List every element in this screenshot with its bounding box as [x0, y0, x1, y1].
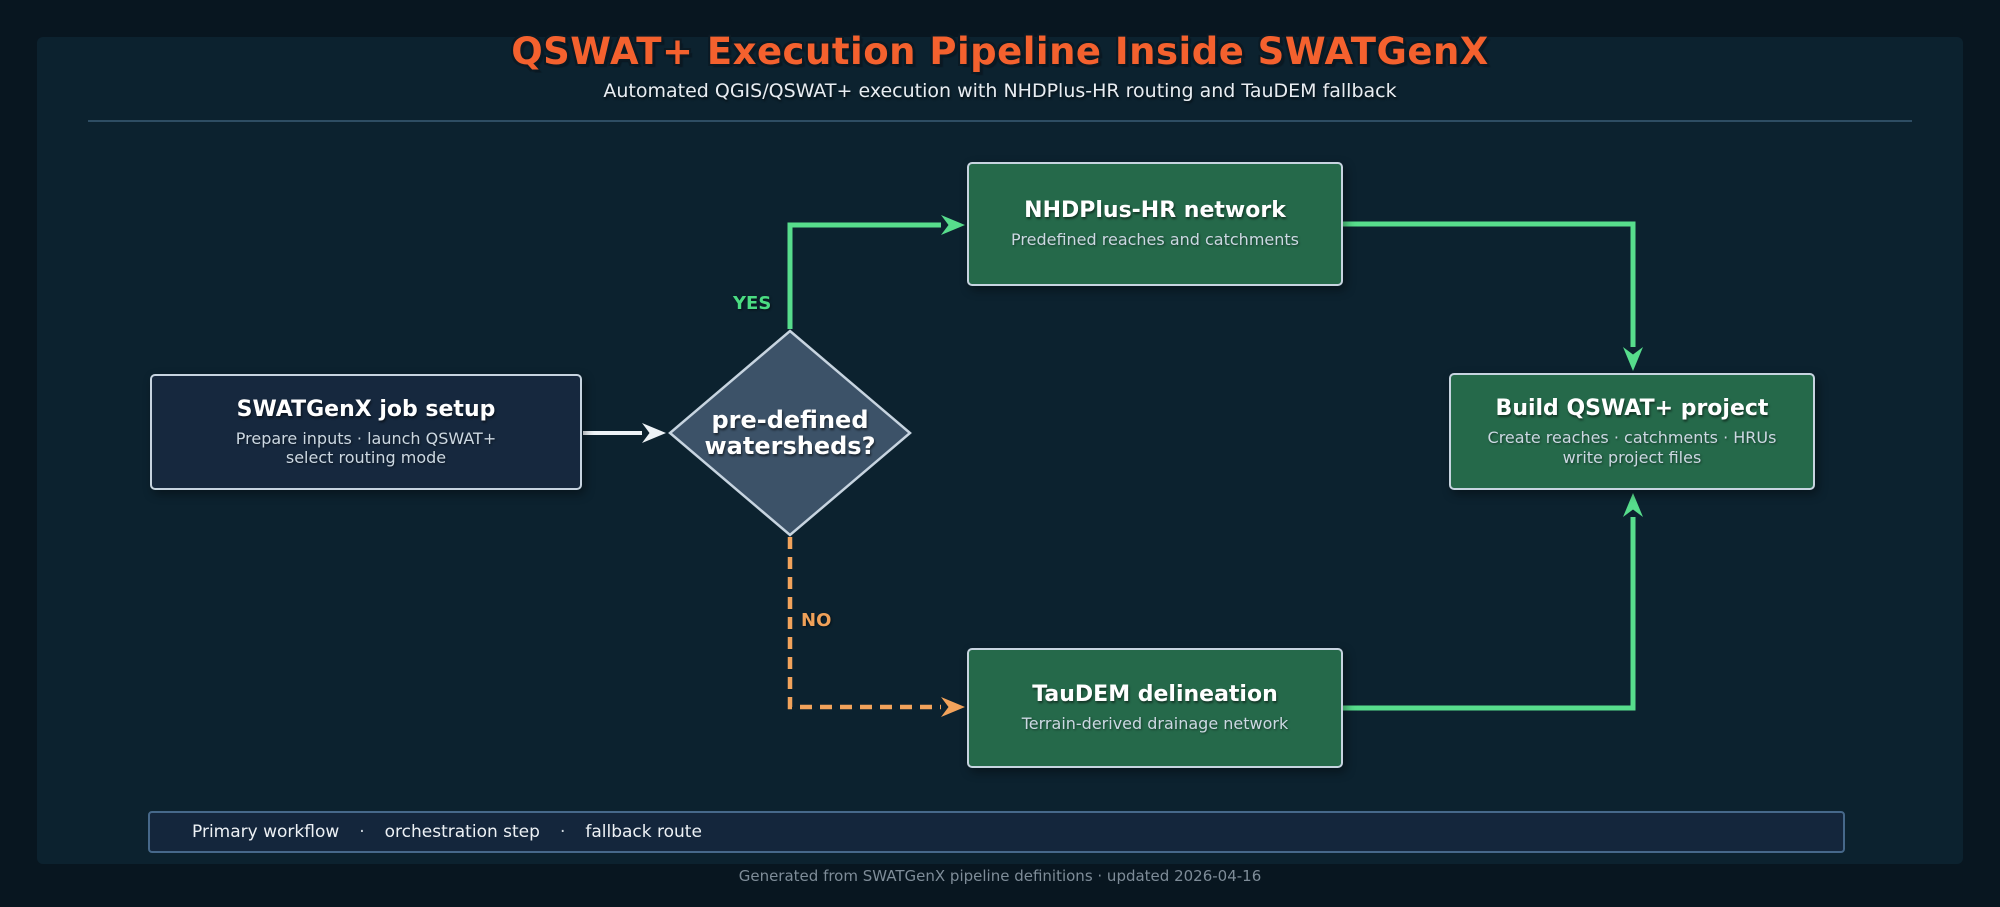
legend-bar: Primary workflow · orchestration step · … [148, 811, 1845, 853]
decision-question-line2: watersheds? [704, 432, 876, 460]
legend-separator: · [359, 822, 365, 842]
legend-item-orchestration-step: orchestration step [384, 822, 540, 842]
node-nhdplus-network: NHDPlus-HR network Predefined reaches an… [967, 162, 1343, 286]
node-nhdplus-subtitle: Predefined reaches and catchments [1011, 230, 1299, 250]
legend-separator: · [559, 822, 566, 842]
node-build-subtitle-line1: Create reaches · catchments · HRUs [1487, 428, 1777, 448]
node-build-title: Build QSWAT+ project [1495, 396, 1769, 422]
edge-label-yes: YES [733, 293, 772, 314]
decision-question-line1: pre-defined [711, 405, 869, 434]
node-taudem-title: TauDEM delineation [1032, 682, 1278, 708]
footer-note: Generated from SWATGenX pipeline definit… [738, 867, 1262, 885]
page-title: QSWAT+ Execution Pipeline Inside SWATGen… [511, 30, 1489, 73]
header-divider [88, 120, 1912, 122]
edge-label-no: NO [801, 610, 832, 631]
node-build-subtitle-line2: write project files [1562, 447, 1702, 467]
node-job-setup-subtitle-line2: select routing mode [285, 448, 447, 467]
decision-diamond-shape [668, 329, 912, 537]
node-job-setup: SWATGenX job setup Prepare inputs · laun… [150, 374, 582, 490]
decision-question: pre-defined watersheds? [668, 329, 912, 537]
legend-item-fallback-route: fallback route [585, 822, 702, 842]
node-job-setup-title: SWATGenX job setup [236, 396, 496, 422]
node-taudem-delineation: TauDEM delineation Terrain-derived drain… [967, 648, 1343, 768]
node-build-project: Build QSWAT+ project Create reaches · ca… [1449, 373, 1815, 490]
node-job-setup-subtitle-line1: Prepare inputs · launch QSWAT+ [235, 428, 497, 448]
node-nhdplus-title: NHDPlus-HR network [1024, 198, 1286, 224]
node-taudem-subtitle: Terrain-derived drainage network [1021, 714, 1289, 734]
page-subtitle: Automated QGIS/QSWAT+ execution with NHD… [603, 80, 1397, 102]
legend-item-primary-workflow: Primary workflow [192, 822, 340, 842]
node-decision: pre-defined watersheds? [668, 329, 912, 537]
